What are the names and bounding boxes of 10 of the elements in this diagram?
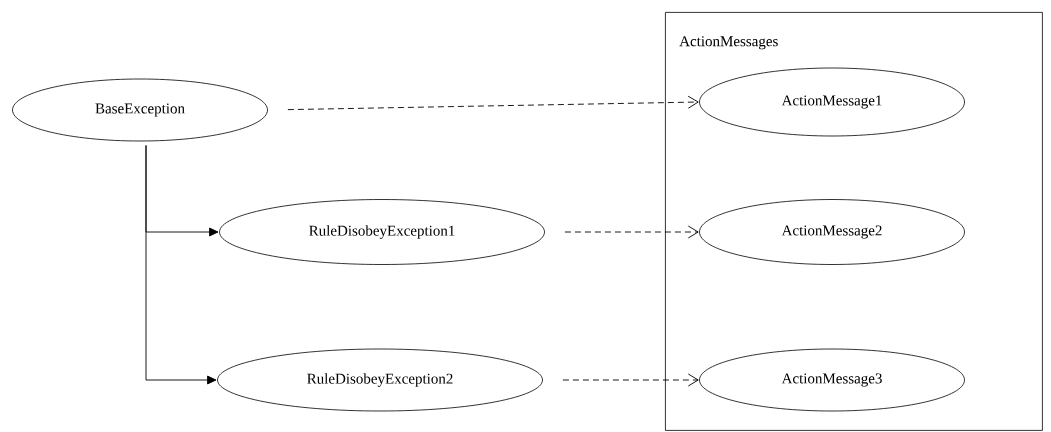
ellipse-node: ActionMessage3	[699, 348, 965, 412]
ellipse-node: RuleDisobeyException2	[217, 348, 543, 412]
elbow-arrow	[145, 144, 217, 385]
dashed-arrow	[287, 95, 699, 111]
ellipse-node: RuleDisobeyException1	[219, 199, 545, 265]
ellipse-node: ActionMessage2	[699, 199, 965, 265]
ellipse-node: BaseException	[12, 78, 268, 142]
ellipse-node: ActionMessage1	[699, 67, 965, 137]
dashed-arrow	[564, 225, 699, 239]
dashed-arrow	[562, 373, 699, 387]
